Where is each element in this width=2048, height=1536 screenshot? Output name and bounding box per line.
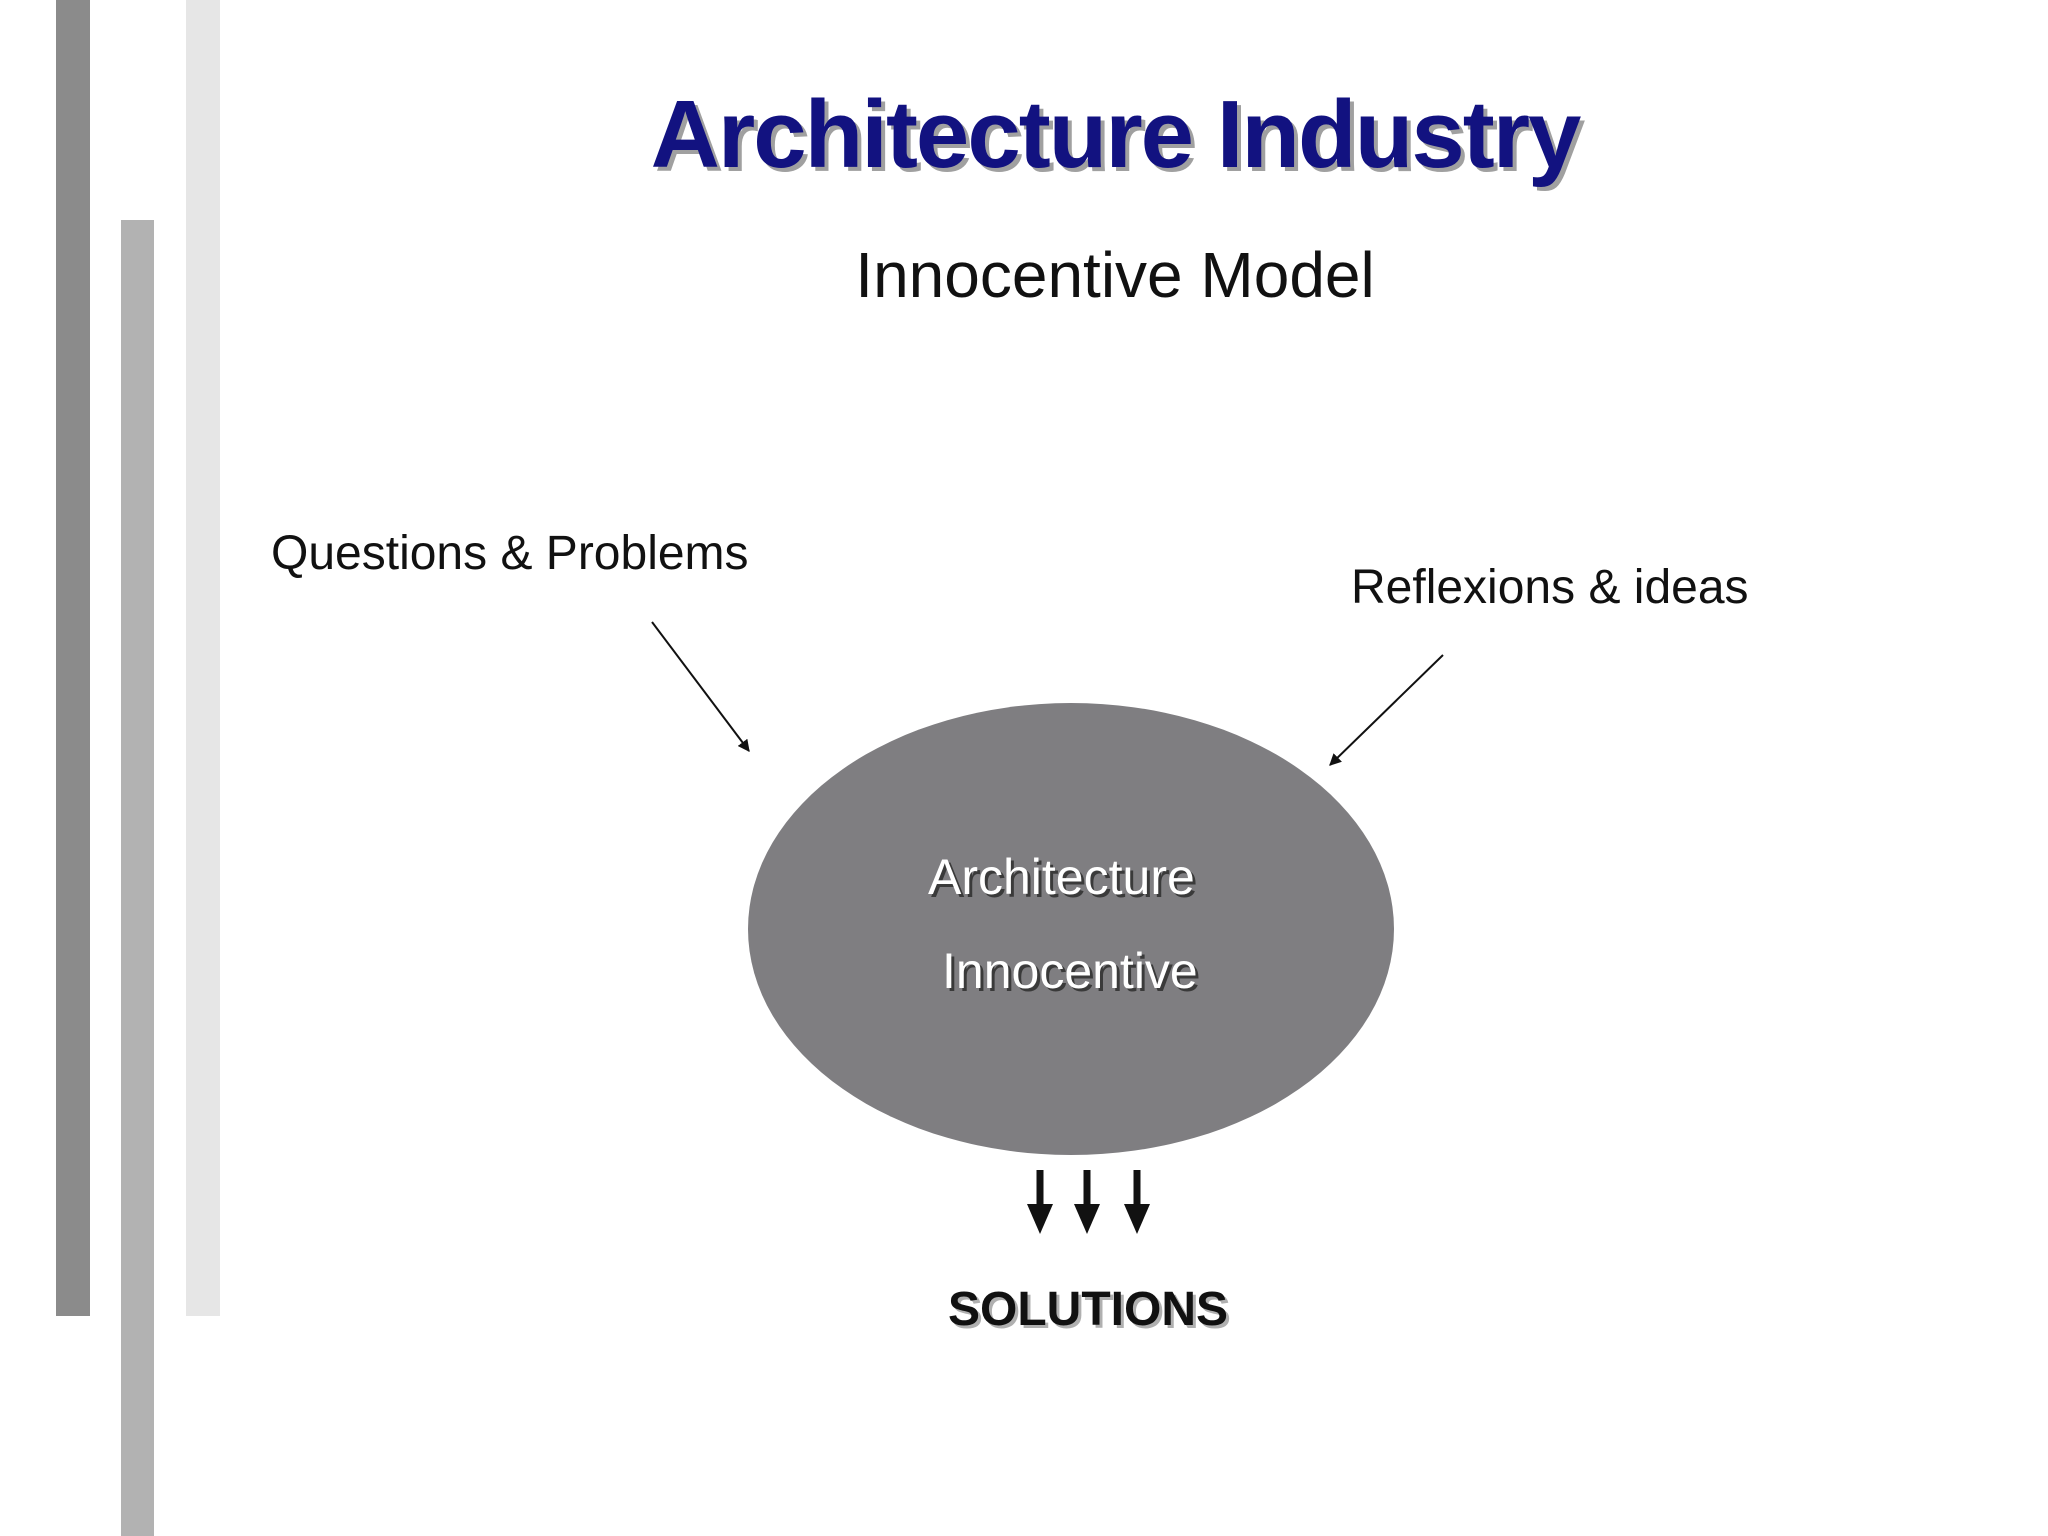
solution-arrow-1 bbox=[1027, 1170, 1053, 1234]
hub-label-line-2: Innocentive bbox=[942, 943, 1198, 999]
arrow-reflexions-to-hub bbox=[1329, 654, 1444, 766]
input-questions-label: Questions & Problems bbox=[271, 527, 749, 580]
solution-arrow-2 bbox=[1074, 1170, 1100, 1234]
slide-title: Architecture Industry bbox=[650, 81, 1582, 188]
slide-subtitle: Innocentive Model bbox=[855, 239, 1375, 311]
output-solutions-label: SOLUTIONS bbox=[948, 1283, 1229, 1336]
decor-bar-mid bbox=[121, 220, 154, 1536]
input-reflexions-label: Reflexions & ideas bbox=[1351, 561, 1749, 614]
hub-ellipse bbox=[748, 703, 1394, 1155]
decor-bar-dark bbox=[56, 0, 90, 1316]
arrow-questions-to-hub bbox=[651, 621, 750, 752]
decor-bar-light bbox=[186, 0, 220, 1316]
solution-arrow-3 bbox=[1124, 1170, 1150, 1234]
hub-label-line-1: Architecture bbox=[928, 849, 1195, 905]
